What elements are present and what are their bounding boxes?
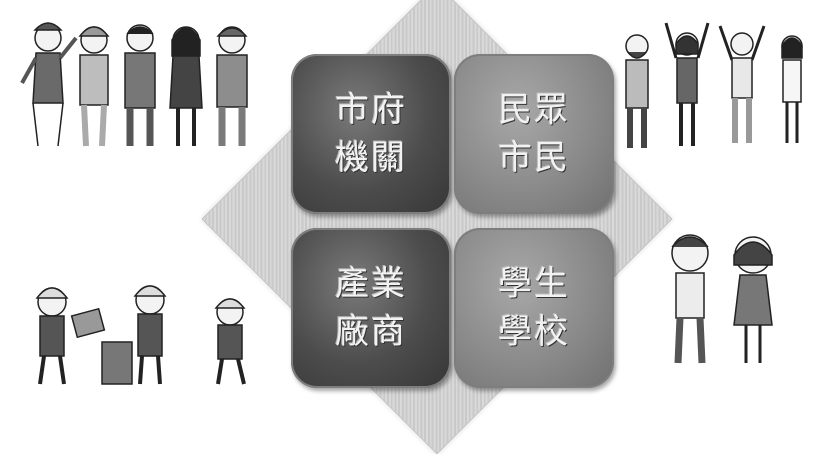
- citizens-illustration: [612, 18, 817, 153]
- students-figures: [671, 234, 773, 364]
- quadrant-government-line2: 機關: [335, 138, 407, 178]
- quadrant-students-line1: 學生: [498, 264, 570, 304]
- citizens-figures: [625, 22, 803, 148]
- students-illustration: [648, 225, 798, 370]
- government-workers-illustration: [8, 8, 268, 153]
- industry-engineers-illustration: [22, 272, 262, 392]
- industry-engineers-figures: [35, 285, 246, 385]
- quadrant-students-line2: 學校: [498, 312, 570, 352]
- quadrant-citizens: 民眾 市民: [454, 54, 614, 214]
- quadrant-citizens-line1: 民眾: [498, 90, 570, 130]
- quadrant-citizens-line2: 市民: [498, 138, 570, 178]
- quadrant-industry-line2: 廠商: [335, 312, 407, 352]
- quadrant-industry-line1: 產業: [335, 264, 407, 304]
- quadrant-government: 市府 機關: [291, 54, 451, 214]
- quadrant-industry: 產業 廠商: [291, 228, 451, 388]
- quadrant-government-line1: 市府: [335, 90, 407, 130]
- government-workers-figures: [20, 22, 248, 147]
- quadrant-students: 學生 學校: [454, 228, 614, 388]
